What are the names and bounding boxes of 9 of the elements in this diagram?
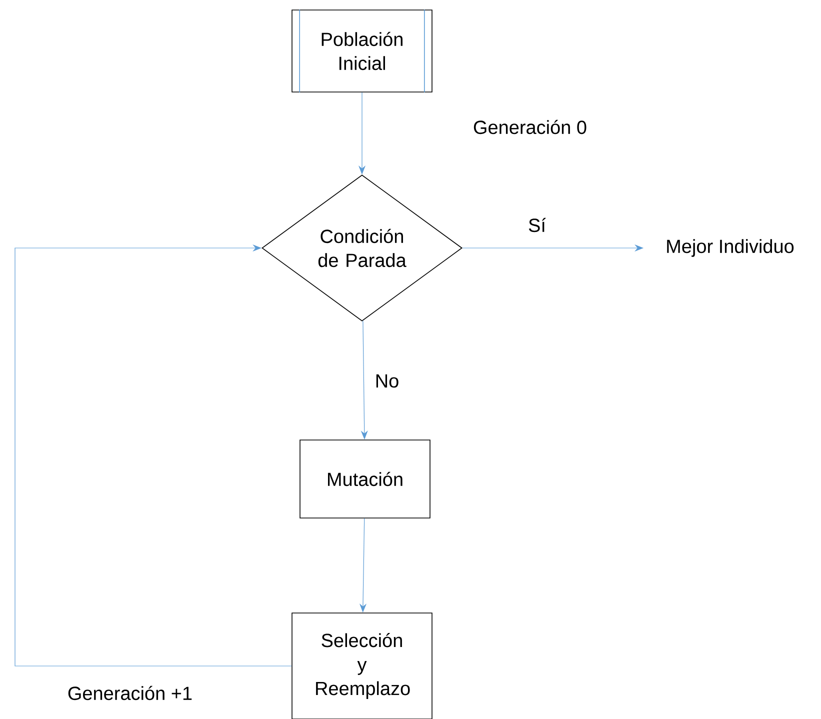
process-box: Selección y Reemplazo [292,612,432,719]
edge-label: Sí [528,218,546,232]
edge-label: No [376,374,398,388]
arrow [14,244,292,666]
note-label: Generación 0 [474,120,586,134]
note-label: Generación +1 [68,686,192,700]
predefined-process-box: Población Inicial [292,9,432,93]
process-box: Mutación [300,440,430,518]
end-label: Mejor Individuo [667,239,794,257]
